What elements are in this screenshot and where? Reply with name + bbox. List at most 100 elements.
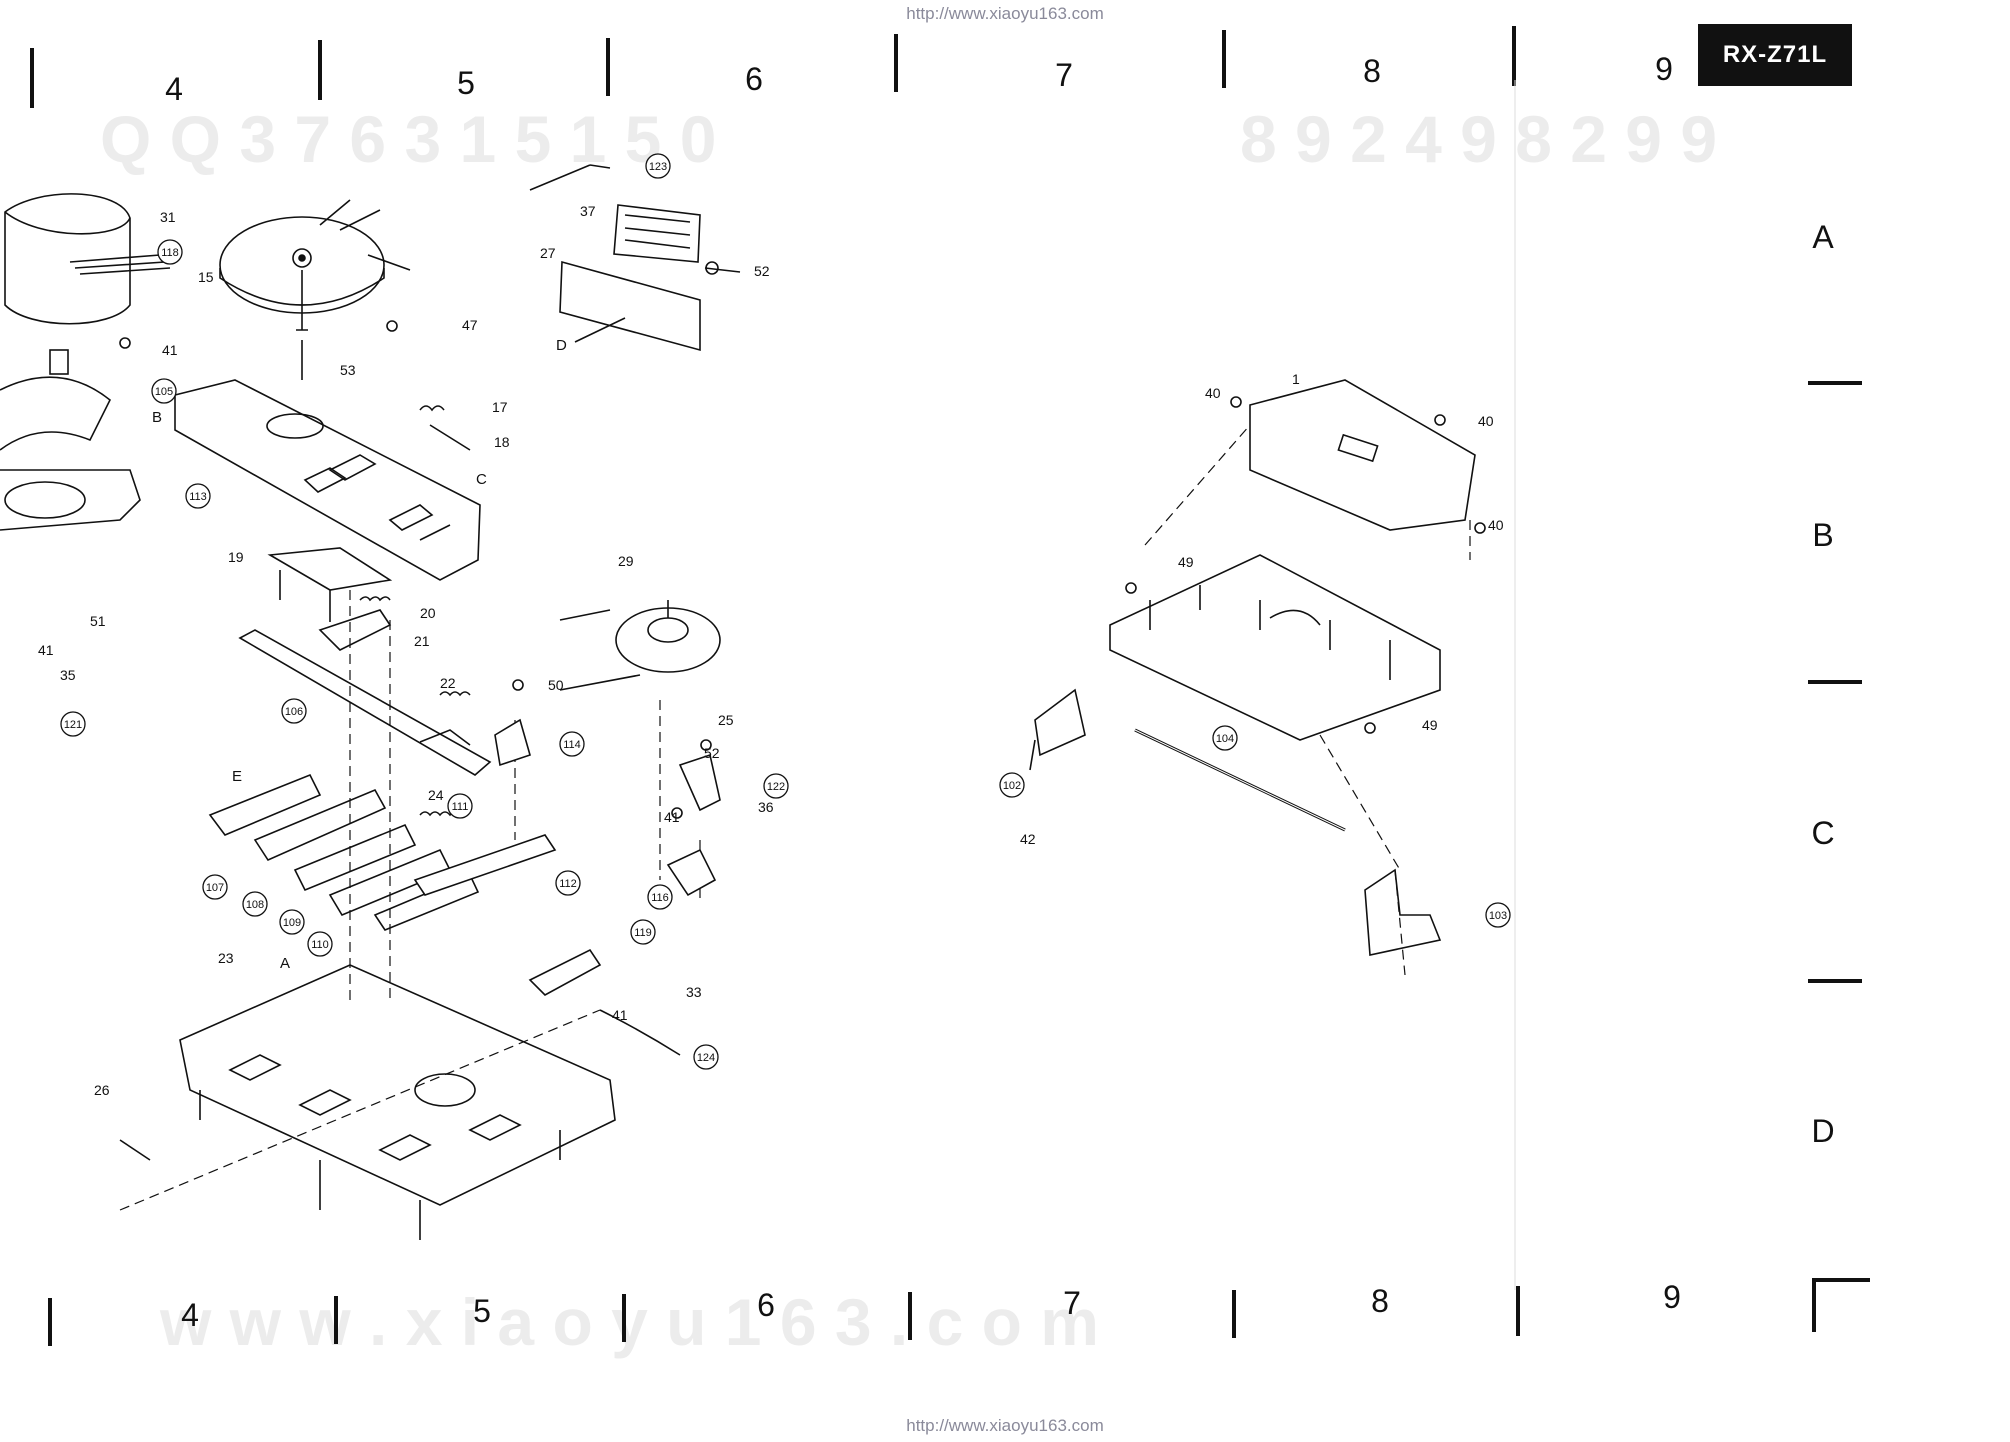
circled-part-108: 108 bbox=[242, 891, 268, 917]
source-url-top[interactable]: http://www.xiaoyu163.com bbox=[906, 4, 1104, 23]
connector-board bbox=[529, 164, 741, 352]
watermark-qq: Q Q 3 7 6 3 1 5 1 5 0 bbox=[100, 102, 716, 176]
reel-disc-15 bbox=[219, 199, 411, 380]
column-label-bottom: 4 bbox=[181, 1297, 199, 1333]
circled-part-104: 104 bbox=[1212, 725, 1238, 751]
svg-text:116: 116 bbox=[651, 892, 669, 904]
column-label-top: 4 bbox=[165, 71, 183, 107]
part-label-41: 41 bbox=[38, 642, 54, 658]
row-label: A bbox=[1812, 219, 1834, 255]
part-label-36: 36 bbox=[758, 799, 774, 815]
svg-text:124: 124 bbox=[697, 1052, 715, 1064]
slider-plates bbox=[208, 773, 557, 931]
part-label-1: 1 bbox=[1292, 371, 1300, 387]
head-assembly bbox=[119, 948, 681, 1161]
circled-part-122: 122 bbox=[763, 773, 789, 799]
top-cover-1 bbox=[1249, 379, 1476, 531]
part-label-49: 49 bbox=[1422, 717, 1438, 733]
part-label-49: 49 bbox=[1178, 554, 1194, 570]
svg-text:108: 108 bbox=[246, 899, 264, 911]
part-label-47: 47 bbox=[462, 317, 478, 333]
column-label-top: 6 bbox=[745, 61, 763, 97]
circled-part-123: 123 bbox=[645, 153, 671, 179]
part-label-15: 15 bbox=[198, 269, 214, 285]
column-label-top: 7 bbox=[1055, 57, 1073, 93]
model-badge: RX-Z71L bbox=[1698, 24, 1852, 86]
svg-text:114: 114 bbox=[563, 739, 581, 751]
part-label-33: 33 bbox=[686, 984, 702, 1000]
circled-part-109: 109 bbox=[279, 909, 305, 935]
part-label-31: 31 bbox=[160, 209, 176, 225]
circled-part-114: 114 bbox=[559, 731, 585, 757]
column-label-top: 9 bbox=[1655, 51, 1673, 87]
main-chassis bbox=[179, 964, 616, 1240]
row-label: B bbox=[1812, 517, 1833, 553]
watermarks: Q Q 3 7 6 3 1 5 1 5 0 8 9 2 4 9 8 2 9 9 … bbox=[100, 102, 1717, 1359]
column-label-bottom: 8 bbox=[1371, 1283, 1389, 1319]
part-label-17: 17 bbox=[492, 399, 508, 415]
grid-tick-marks bbox=[30, 26, 1870, 1346]
circled-part-106: 106 bbox=[281, 698, 307, 724]
part-label-53: 53 bbox=[340, 362, 356, 378]
svg-text:118: 118 bbox=[161, 247, 179, 259]
circled-part-110: 110 bbox=[307, 931, 333, 957]
watermark-site: w w w . x i a o y u 1 6 3 . c o m bbox=[159, 1285, 1099, 1359]
svg-text:102: 102 bbox=[1003, 780, 1021, 792]
watermark-phone: 8 9 2 4 9 8 2 9 9 bbox=[1240, 102, 1717, 176]
svg-text:111: 111 bbox=[452, 801, 469, 813]
svg-text:106: 106 bbox=[285, 706, 303, 718]
circled-part-116: 116 bbox=[647, 884, 673, 910]
bracket-102 bbox=[1029, 688, 1086, 771]
bracket-103 bbox=[1364, 868, 1442, 956]
part-label-52: 52 bbox=[754, 263, 770, 279]
column-label-bottom: 6 bbox=[757, 1287, 775, 1323]
column-label-top: 5 bbox=[457, 65, 475, 101]
circled-part-111: 111 bbox=[447, 793, 473, 819]
source-url-bottom[interactable]: http://www.xiaoyu163.com bbox=[906, 1416, 1104, 1435]
column-label-bottom: 9 bbox=[1663, 1279, 1681, 1315]
part-label-41: 41 bbox=[664, 809, 680, 825]
column-label-bottom: 5 bbox=[473, 1293, 491, 1329]
reference-letter-D: D bbox=[556, 337, 567, 354]
part-label-22: 22 bbox=[440, 675, 456, 691]
circled-part-118: 118 bbox=[157, 239, 183, 265]
part-label-19: 19 bbox=[228, 549, 244, 565]
slide-bar-106 bbox=[238, 629, 492, 776]
part-label-27: 27 bbox=[540, 245, 556, 261]
column-label-bottom: 7 bbox=[1063, 1285, 1081, 1321]
svg-text:119: 119 bbox=[634, 927, 652, 939]
shaft-104 bbox=[1134, 728, 1346, 832]
svg-text:123: 123 bbox=[649, 161, 667, 173]
part-label-40: 40 bbox=[1478, 413, 1494, 429]
part-label-26: 26 bbox=[94, 1082, 110, 1098]
svg-text:121: 121 bbox=[64, 719, 82, 731]
brackets-right bbox=[494, 718, 721, 897]
part-label-29: 29 bbox=[618, 553, 634, 569]
parts-drawing bbox=[0, 164, 1486, 1240]
part-label-18: 18 bbox=[494, 434, 510, 450]
circled-part-103: 103 bbox=[1485, 902, 1511, 928]
part-label-40: 40 bbox=[1488, 517, 1504, 533]
part-label-24: 24 bbox=[428, 787, 444, 803]
part-label-21: 21 bbox=[414, 633, 430, 649]
reference-letter-A: A bbox=[280, 955, 290, 972]
part-label-42: 42 bbox=[1020, 831, 1036, 847]
column-label-top: 8 bbox=[1363, 53, 1381, 89]
svg-text:107: 107 bbox=[206, 882, 224, 894]
svg-text:109: 109 bbox=[283, 917, 301, 929]
svg-text:103: 103 bbox=[1489, 910, 1507, 922]
screws bbox=[119, 320, 1486, 819]
part-label-51: 51 bbox=[90, 613, 106, 629]
right-guide-lines bbox=[1144, 424, 1471, 976]
right-chassis bbox=[1109, 554, 1441, 741]
part-label-23: 23 bbox=[218, 950, 234, 966]
reference-letter-B: B bbox=[152, 409, 162, 426]
svg-text:110: 110 bbox=[311, 939, 329, 951]
part-label-25: 25 bbox=[718, 712, 734, 728]
row-label: D bbox=[1811, 1113, 1834, 1149]
circled-part-124: 124 bbox=[693, 1044, 719, 1070]
circled-part-119: 119 bbox=[630, 919, 656, 945]
svg-text:105: 105 bbox=[155, 386, 173, 398]
